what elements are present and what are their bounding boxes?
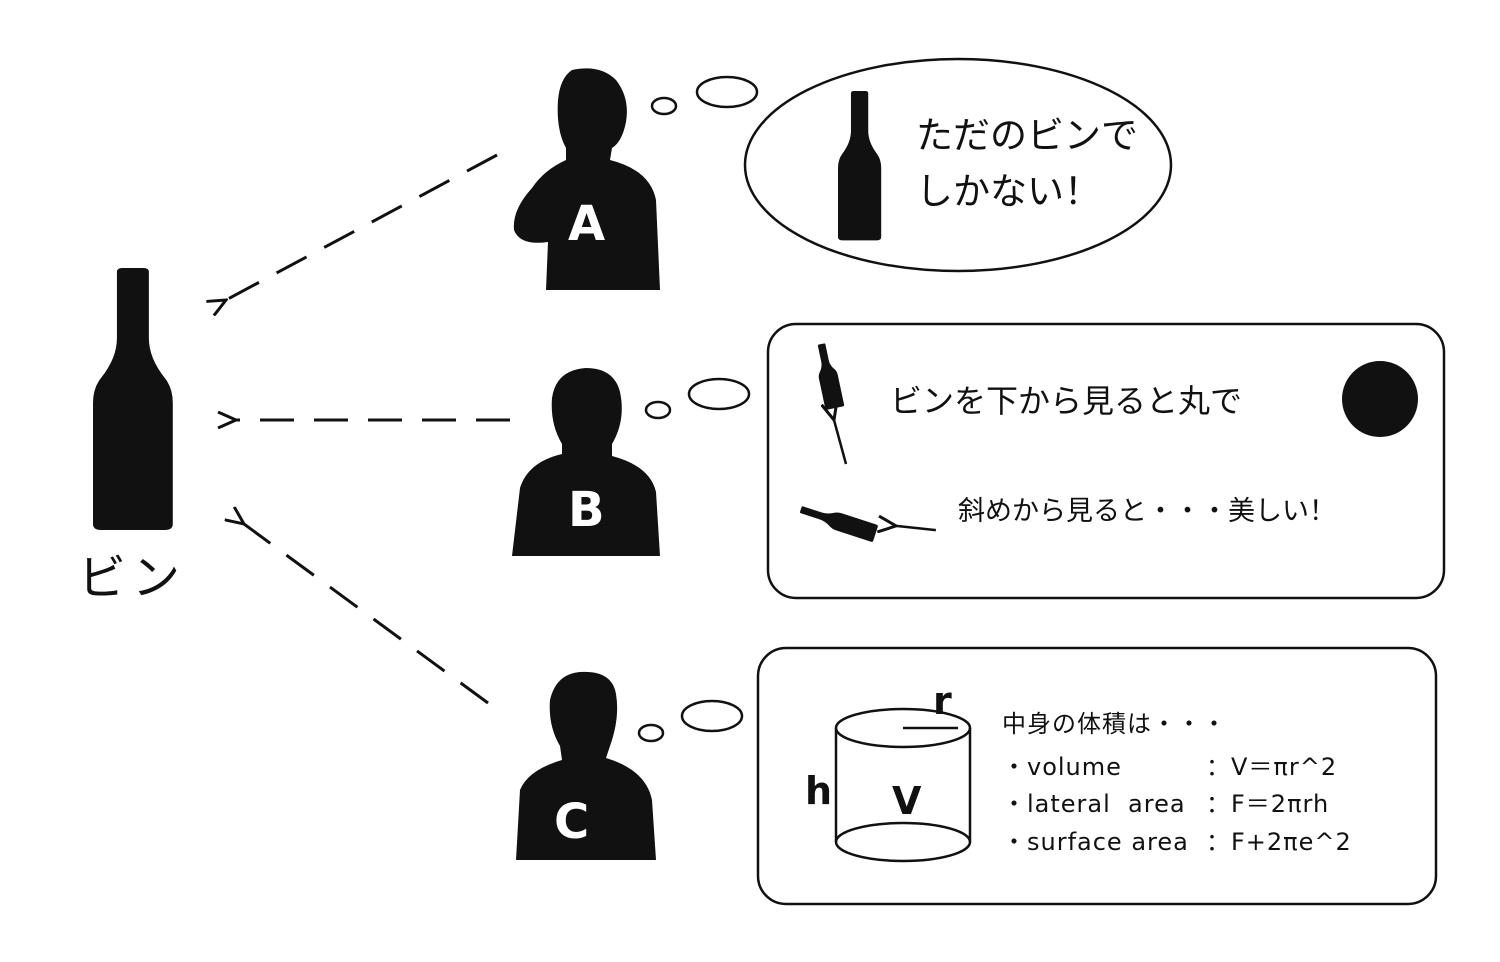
- formula-lateral-name: ・lateral area: [1002, 790, 1186, 818]
- person-a-letter: A: [568, 196, 605, 252]
- thought-b-circle-icon: [1342, 361, 1418, 437]
- cylinder-v-label: V: [892, 779, 922, 823]
- dashed-arrow-from-c: [244, 524, 489, 705]
- thought-b-line-1: ビンを下から見ると丸で: [890, 382, 1242, 420]
- person-b-letter: B: [568, 482, 605, 538]
- cylinder-h-label: h: [805, 769, 832, 813]
- formula-surface-name: ・surface area: [1002, 828, 1189, 856]
- thought-a-line-1: ただのビンで: [916, 114, 1138, 157]
- main-bottle-icon: [93, 268, 173, 530]
- thought-b-left-arrow-icon: [896, 526, 937, 530]
- thought-a-line-2: しかない！: [916, 170, 1101, 213]
- person-c-silhouette-icon: [516, 671, 656, 860]
- formula-surface-expr: ：F+2πe^2: [1206, 828, 1352, 856]
- cylinder-icon: [834, 707, 972, 863]
- thought-b-line-2: 斜めから見ると・・・美しい！: [958, 496, 1336, 527]
- formula-heading: 中身の体積は・・・: [1002, 710, 1227, 738]
- main-bottle-label: ビン: [78, 550, 186, 606]
- dashed-arrow-from-a: [226, 153, 498, 300]
- cylinder-r-label: r: [933, 679, 952, 723]
- person-a-thought-bubble-icon: [650, 57, 1173, 273]
- person-c-thought-bubble-icon: [637, 646, 1438, 906]
- person-a-silhouette-icon: [513, 68, 660, 290]
- thought-b-up-arrow-icon: [834, 420, 848, 465]
- person-b-thought-bubble-icon: [644, 322, 1446, 600]
- person-b-silhouette-icon: [512, 368, 660, 556]
- person-c-letter: C: [554, 794, 589, 850]
- formula-volume-name: ・volume: [1002, 753, 1122, 781]
- formula-lateral-expr: ：F＝2πrh: [1206, 790, 1329, 818]
- formula-volume-expr: ：V＝πr^2: [1206, 753, 1337, 781]
